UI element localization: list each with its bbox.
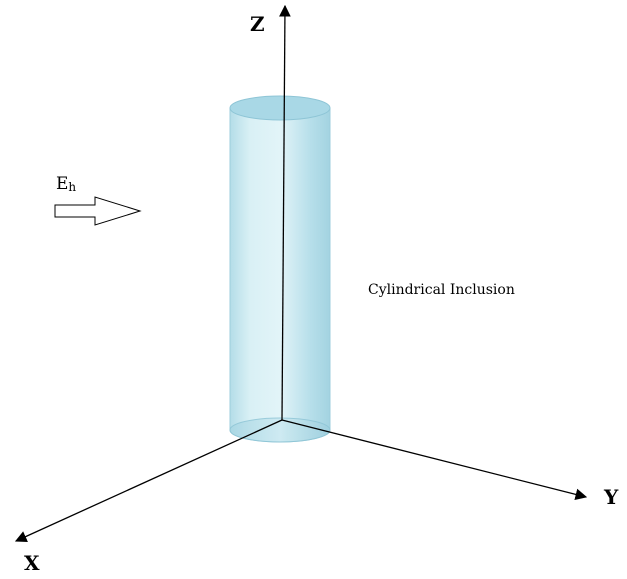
field-arrow-icon [54,196,142,226]
inclusion-label: Cylindrical Inclusion [368,282,515,298]
y-axis-label: Y [604,485,619,509]
x-axis-line [14,419,283,542]
field-subscript: h [68,180,77,194]
y-axis-line [281,419,588,501]
field-symbol: E [56,174,69,194]
x-axis-label: X [24,551,40,575]
cylindrical-inclusion [229,95,331,443]
cylinder-bottom-cap [229,417,331,443]
cylinder-body [229,107,331,443]
z-axis-label: Z [250,12,265,36]
z-axis-line [279,4,291,421]
field-label: Eh [56,174,77,194]
cylinder-top-cap [229,95,331,121]
